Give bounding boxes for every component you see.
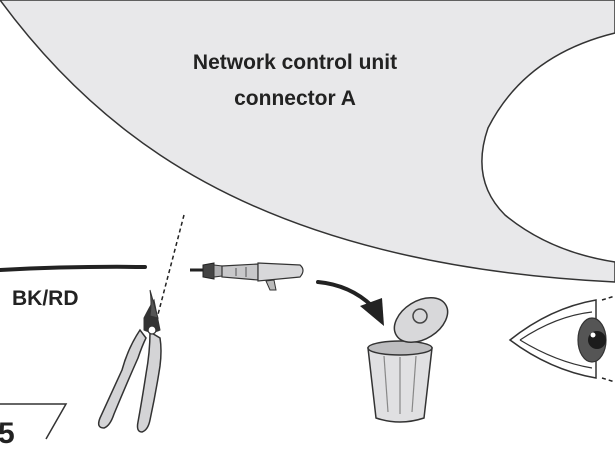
- eye-icon: [508, 295, 615, 383]
- diagram-canvas: [0, 0, 615, 440]
- black-red-wire: [0, 264, 147, 272]
- connector-title-line1: Network control unit: [192, 51, 398, 74]
- connector-housing: [0, 0, 615, 283]
- wire-color-label: BK/RD: [12, 287, 79, 310]
- discard-arrow-icon: [316, 280, 384, 326]
- page-number: 5: [0, 417, 15, 450]
- page-corner: [0, 403, 68, 440]
- wire-cutter-icon: [97, 289, 162, 433]
- terminal-pin-icon: [190, 262, 304, 291]
- connector-title-line2: connector A: [234, 87, 356, 110]
- cut-line: [149, 214, 185, 346]
- connector-title: Network control unit connector A: [160, 45, 430, 117]
- trash-can-icon: [367, 296, 449, 423]
